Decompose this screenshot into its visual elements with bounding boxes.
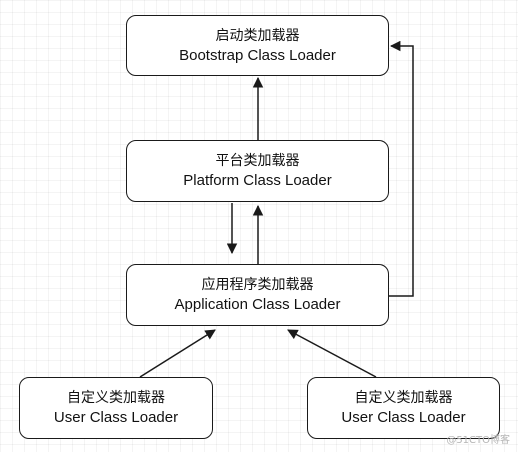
arrow-application-to-bootstrap (389, 40, 414, 297)
arrow-user-right-to-application (287, 329, 377, 378)
application-zh-label: 应用程序类加载器 (201, 277, 314, 293)
user-right-en-label: User Class Loader (341, 409, 466, 426)
user-class-loader-right-box: 自定义类加载器 User Class Loader (307, 377, 500, 439)
user-left-en-label: User Class Loader (53, 409, 179, 426)
bootstrap-zh-label: 启动类加载器 (215, 27, 300, 44)
application-en-label: Application Class Loader (174, 296, 341, 313)
bootstrap-class-loader-box: 启动类加载器 Bootstrap Class Loader (126, 15, 389, 76)
bootstrap-en-label: Bootstrap Class Loader (179, 46, 336, 64)
platform-zh-label: 平台类加载器 (215, 153, 300, 169)
platform-class-loader-box: 平台类加载器 Platform Class Loader (126, 140, 389, 202)
user-class-loader-left-box: 自定义类加载器 User Class Loader (19, 377, 213, 439)
platform-en-label: Platform Class Loader (183, 172, 332, 189)
application-class-loader-box: 应用程序类加载器 Application Class Loader (126, 264, 389, 326)
arrow-user-left-to-application (139, 329, 216, 378)
watermark: @51CTO博客 (446, 435, 510, 446)
user-left-zh-label: 自定义类加载器 (67, 390, 165, 406)
user-right-zh-label: 自定义类加载器 (354, 390, 453, 406)
